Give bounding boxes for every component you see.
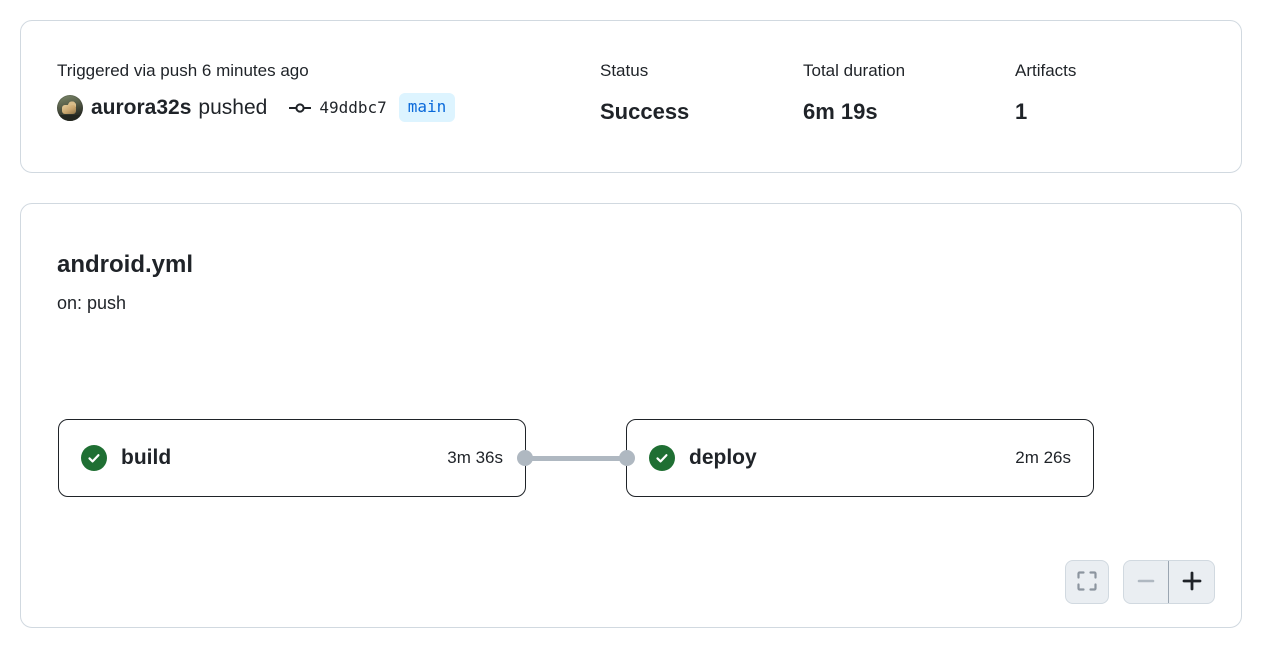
status-label: Status bbox=[600, 61, 649, 80]
run-summary-card: Triggered via push 6 minutes ago aurora3… bbox=[20, 20, 1242, 173]
run-summary-content: Triggered via push 6 minutes ago aurora3… bbox=[21, 21, 1241, 172]
graph-zoom-controls: − + bbox=[1065, 560, 1215, 604]
actor-action: pushed bbox=[198, 95, 268, 119]
plus-icon bbox=[1180, 569, 1204, 596]
trigger-actor-row: aurora32s pushed 49ddbc7 main bbox=[57, 93, 456, 122]
job-node-deploy[interactable]: deploy 2m 26s bbox=[619, 419, 1094, 497]
actor-username[interactable]: aurora32s bbox=[91, 95, 192, 119]
duration-label: Total duration bbox=[803, 61, 906, 80]
status-column: Status Success bbox=[600, 59, 689, 127]
job-duration: 3m 36s bbox=[447, 448, 503, 467]
check-circle-icon bbox=[81, 445, 107, 471]
commit-sha[interactable]: 49ddbc7 bbox=[319, 98, 387, 117]
duration-column: Total duration 6m 19s bbox=[803, 59, 905, 127]
git-commit-icon bbox=[289, 100, 312, 116]
workflow-graph-card: android.yml on: push build 3m 36s deploy… bbox=[20, 203, 1242, 628]
artifacts-column: Artifacts 1 bbox=[1015, 59, 1076, 127]
graph-edge-build-deploy bbox=[526, 456, 626, 461]
avatar[interactable] bbox=[57, 94, 83, 121]
trigger-text: Triggered via push 6 minutes ago bbox=[57, 61, 309, 80]
zoom-in-button[interactable]: + bbox=[1169, 561, 1214, 603]
artifacts-value[interactable]: 1 bbox=[1015, 99, 1028, 124]
fit-view-button[interactable] bbox=[1065, 560, 1109, 604]
node-handle-source[interactable] bbox=[517, 450, 533, 466]
branch-badge[interactable]: main bbox=[398, 93, 456, 122]
fit-view-icon bbox=[1076, 570, 1098, 595]
duration-value: 6m 19s bbox=[803, 99, 878, 124]
status-value: Success bbox=[600, 99, 690, 124]
job-node-build[interactable]: build 3m 36s bbox=[58, 419, 533, 497]
minus-icon bbox=[1135, 570, 1157, 595]
workflow-trigger-event: on: push bbox=[57, 293, 127, 313]
check-circle-icon bbox=[649, 445, 675, 471]
node-handle-target[interactable] bbox=[619, 450, 635, 466]
zoom-out-button[interactable]: − bbox=[1124, 561, 1169, 603]
job-duration: 2m 26s bbox=[1015, 448, 1071, 467]
workflow-file-name: android.yml bbox=[57, 251, 194, 278]
artifacts-label: Artifacts bbox=[1015, 61, 1077, 80]
zoom-button-group: − + bbox=[1123, 560, 1215, 604]
job-name: build bbox=[121, 446, 172, 469]
job-name: deploy bbox=[689, 446, 757, 469]
workflow-graph-canvas[interactable]: android.yml on: push build 3m 36s deploy… bbox=[21, 204, 1241, 627]
trigger-column: Triggered via push 6 minutes ago aurora3… bbox=[57, 59, 456, 122]
